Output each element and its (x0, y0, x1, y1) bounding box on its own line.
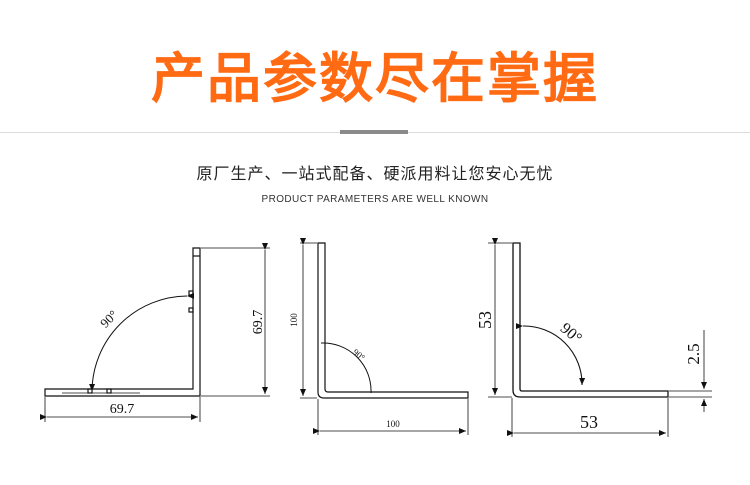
divider-accent (340, 130, 408, 134)
right-width-label: 53 (580, 412, 598, 432)
left-angle-arc (89, 292, 195, 392)
right-angle-arc (515, 323, 586, 386)
middle-angle-drawing (300, 238, 469, 435)
left-height-label: 69.7 (251, 310, 266, 335)
left-width-label: 69.7 (110, 402, 135, 417)
middle-width-label: 100 (386, 419, 400, 429)
subtitle-english: PRODUCT PARAMETERS ARE WELL KNOWN (261, 194, 489, 205)
left-angle-drawing (40, 243, 270, 422)
page-title: 产品参数尽在掌握 (151, 47, 599, 110)
right-angle-label: 90° (557, 320, 585, 347)
subtitle: 原厂生产、一站式配备、硬派用料让您安心无忧 (196, 164, 554, 183)
right-profile (512, 242, 669, 398)
right-angle-drawing (488, 238, 712, 437)
right-thickness-label: 2.5 (684, 343, 703, 364)
middle-angle-label: 90° (351, 347, 367, 363)
right-height-label: 53 (475, 311, 495, 329)
middle-profile (317, 242, 469, 399)
middle-height-label: 100 (289, 313, 299, 327)
middle-angle-arc (320, 342, 372, 394)
